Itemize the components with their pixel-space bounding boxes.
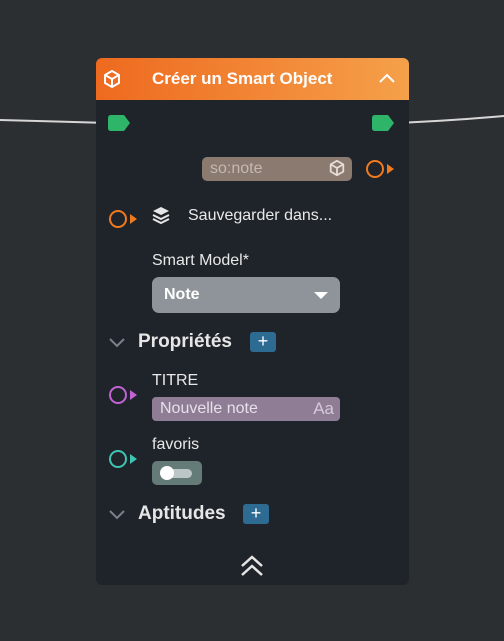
add-property-button[interactable]: + [250,332,276,352]
save-location-label: Sauvegarder dans... [188,207,333,224]
smart-model-value: Note [164,286,200,303]
outgoing-flow-wire [397,115,504,124]
node-title: Créer un Smart Object [152,69,333,88]
double-chevron-up-icon[interactable] [239,554,265,578]
save-location-input-port[interactable] [109,210,127,228]
flow-output-port[interactable] [372,115,394,131]
add-capability-button[interactable]: + [243,504,269,524]
input-arrow-icon [130,454,137,464]
titre-label: TITRE [152,372,199,389]
smart-model-label: Smart Model* [152,252,249,269]
text-input-port[interactable] [109,386,127,404]
output-type-badge: so:note [202,157,352,181]
incoming-flow-wire [0,119,109,124]
properties-section-title[interactable]: Propriétés [138,331,232,352]
smart-object-node[interactable]: Créer un Smart Object so:note Sauvegarde… [96,58,409,585]
capabilities-section-title[interactable]: Aptitudes [138,503,226,524]
caret-down-icon [314,292,328,299]
favoris-toggle[interactable] [152,461,202,485]
chevron-down-icon[interactable] [108,336,126,348]
boolean-input-port[interactable] [109,450,127,468]
titre-input[interactable]: Nouvelle note Aa [152,397,340,421]
favoris-label: favoris [152,436,200,453]
toggle-track [162,469,192,478]
input-arrow-icon [130,390,137,400]
smart-model-select[interactable]: Note [152,277,340,313]
chevron-up-icon[interactable] [377,70,397,86]
cube-icon [104,70,120,88]
output-arrow-icon [387,164,394,174]
output-type-text: so:note [210,160,263,177]
titre-input-value: Nouvelle note [160,400,258,417]
text-type-icon: Aa [313,399,334,418]
cube-icon [329,159,345,177]
input-arrow-icon [130,214,137,224]
flow-input-port[interactable] [108,115,130,131]
toggle-knob [160,466,174,480]
chevron-down-icon[interactable] [108,508,126,520]
layers-icon [152,207,170,224]
object-output-port[interactable] [366,160,384,178]
node-header[interactable]: Créer un Smart Object [96,58,409,100]
